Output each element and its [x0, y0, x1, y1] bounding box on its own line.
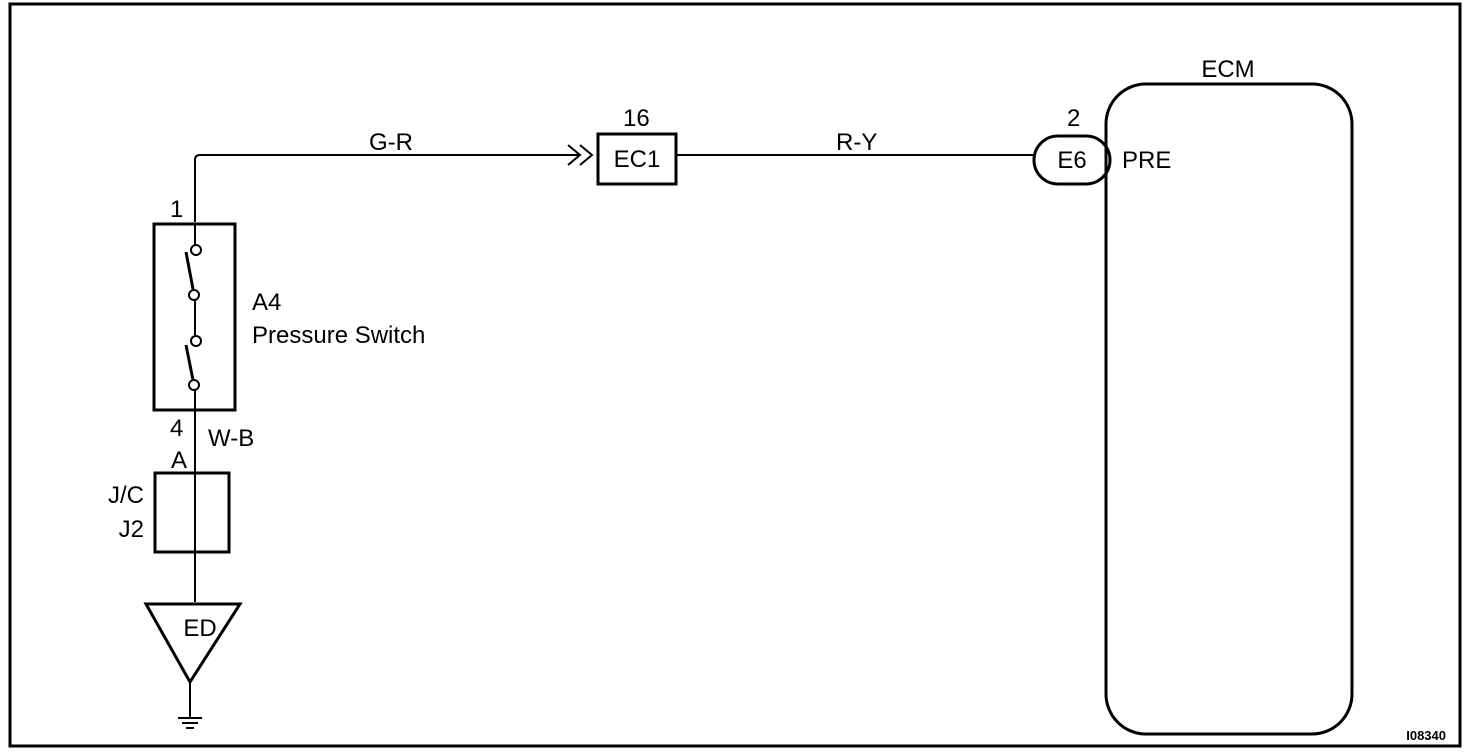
switch-contact	[188, 289, 200, 301]
ecm-box	[1104, 82, 1354, 736]
switch-name: Pressure Switch	[252, 322, 425, 349]
ecm-title: ECM	[1201, 56, 1254, 83]
e6-connector	[1032, 134, 1112, 186]
switch-pin-1: 1	[170, 196, 183, 223]
switch-pin-4: 4	[170, 415, 183, 442]
wire-g-r	[194, 154, 580, 222]
wire-label-w-b: W-B	[208, 425, 254, 452]
switch-contact	[188, 379, 200, 391]
wire-label-r-y: R-Y	[836, 129, 877, 156]
switch-blade	[184, 344, 195, 381]
switch-contact	[190, 335, 202, 347]
jc-label-line2: J2	[119, 516, 144, 543]
junction-connector-box	[153, 471, 231, 554]
ec1-label: EC1	[614, 146, 661, 173]
jc-pin-a: A	[171, 447, 187, 474]
switch-code: A4	[252, 289, 281, 316]
connector-chevron	[567, 144, 594, 166]
e6-pin-number: 2	[1067, 105, 1080, 132]
diagram-frame	[8, 2, 1462, 748]
switch-blade	[184, 251, 195, 290]
ground-triangle	[143, 602, 243, 685]
ground-label: ED	[183, 615, 216, 642]
ec1-connector-box	[596, 132, 678, 186]
earth-icon	[178, 717, 202, 729]
jc-label-line1: J/C	[108, 482, 144, 509]
diagram-id: I08340	[1406, 728, 1446, 743]
wire-label-g-r: G-R	[369, 129, 413, 156]
switch-contact	[190, 244, 202, 256]
e6-label: E6	[1057, 147, 1086, 174]
ec1-pin-number: 16	[623, 105, 650, 132]
ecm-terminal-pre: PRE	[1122, 147, 1171, 174]
